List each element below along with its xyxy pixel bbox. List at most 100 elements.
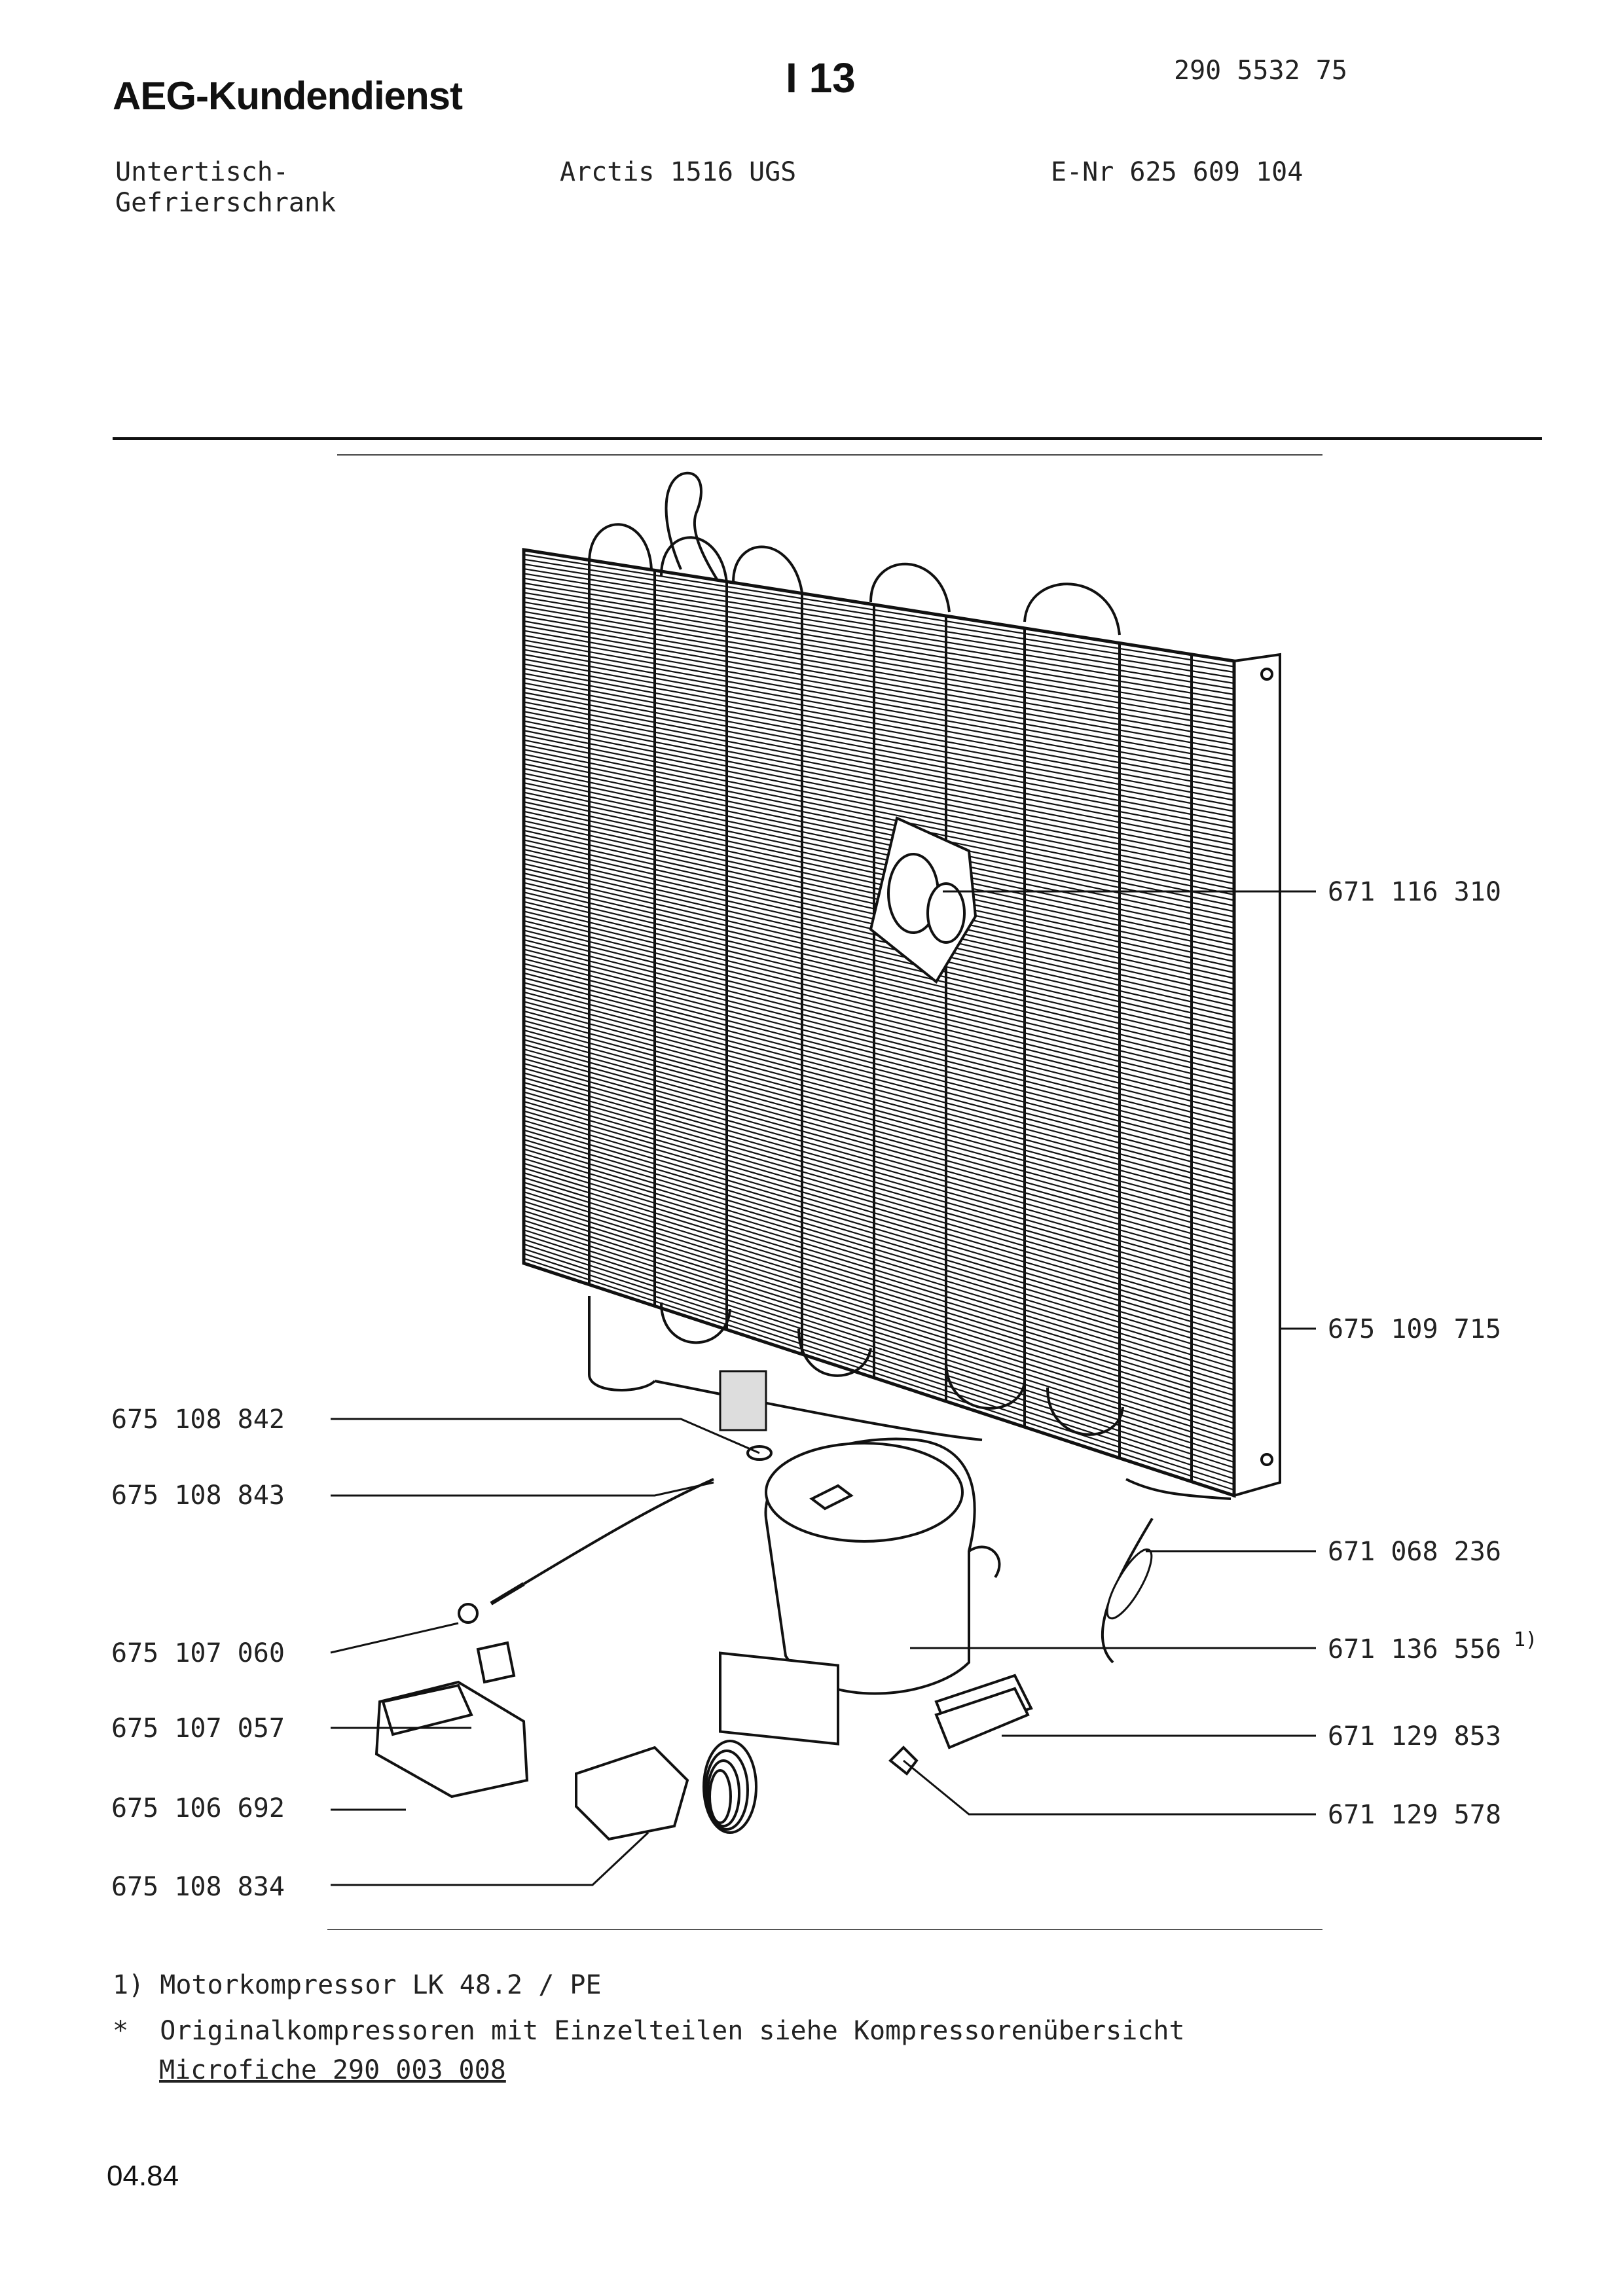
condenser-fin: [523, 630, 1235, 757]
part-number-label: 675 108 843: [111, 1480, 285, 1511]
condenser-fin: [523, 620, 1235, 745]
condenser-fin: [523, 996, 1235, 1185]
condenser-fin: [523, 739, 1235, 885]
condenser-fin: [523, 1158, 1235, 1374]
condenser-fin: [523, 972, 1235, 1157]
condenser-fin: [523, 806, 1235, 963]
condenser-fin: [523, 644, 1235, 774]
condenser-fin: [523, 1177, 1235, 1397]
condenser-fin: [523, 715, 1235, 857]
part-number-label: 675 107 057: [111, 1713, 285, 1744]
condenser-fin: [523, 1048, 1235, 1246]
condenser-fin: [523, 758, 1235, 907]
footnote-original-compressors: * Originalkompressoren mit Einzelteilen …: [113, 2016, 1185, 2046]
condenser-fin: [523, 1172, 1235, 1391]
condenser-fin: [523, 958, 1235, 1141]
condenser-fin: [523, 682, 1235, 818]
condenser-fin: [523, 772, 1235, 924]
condenser-fin: [523, 615, 1235, 740]
condenser-fin: [523, 649, 1235, 779]
condenser-fin: [523, 944, 1235, 1124]
condenser-fin: [523, 905, 1235, 1079]
condenser-fin: [523, 749, 1235, 896]
condenser-fin: [523, 1024, 1235, 1219]
condenser-fin: [523, 1015, 1235, 1208]
condenser-fin: [523, 1072, 1235, 1274]
condenser-fin: [523, 791, 1235, 946]
part-number-label: 675 109 715: [1328, 1314, 1501, 1344]
condenser-fin: [523, 1039, 1235, 1235]
condenser-fin: [523, 696, 1235, 834]
thermostat: [575, 1740, 757, 1841]
condenser-fin: [523, 1139, 1235, 1352]
condenser-fin: [523, 639, 1235, 768]
part-number-label: 675 108 842: [111, 1405, 285, 1435]
condenser: [522, 472, 1281, 1500]
condenser-fin: [523, 1091, 1235, 1297]
condenser-fin: [523, 1162, 1235, 1380]
condenser-fin: [523, 744, 1235, 890]
condenser-fin: [523, 910, 1235, 1085]
condenser-fin: [523, 577, 1235, 696]
footnote-marker: 1): [1514, 1628, 1538, 1651]
condenser-fin: [523, 1105, 1235, 1313]
condenser-fin: [523, 1100, 1235, 1308]
condenser-fin: [523, 967, 1235, 1152]
condenser-fin: [523, 1115, 1235, 1324]
condenser-fin: [523, 1248, 1235, 1480]
condenser-fin: [523, 963, 1235, 1146]
condenser-fin: [523, 1215, 1235, 1441]
condenser-fin: [523, 582, 1235, 701]
brand-title: AEG-Kundendienst: [113, 74, 463, 118]
part-number-label: 675 107 060: [111, 1638, 285, 1668]
condenser-fin: [523, 948, 1235, 1130]
condenser-fin: [523, 592, 1235, 712]
compressor: [719, 1437, 1001, 1746]
condenser-fin: [523, 1053, 1235, 1252]
condenser-fin: [523, 658, 1235, 790]
condenser-fin: [523, 1062, 1235, 1263]
condenser-fin: [523, 781, 1235, 935]
condenser-fin: [523, 1224, 1235, 1452]
condenser-fin: [523, 1234, 1235, 1463]
part-number-label: 671 129 853: [1328, 1721, 1501, 1751]
condenser-fin: [523, 1005, 1235, 1196]
condenser-fin: [523, 877, 1235, 1046]
condenser-fin: [523, 882, 1235, 1052]
condenser-fin: [523, 939, 1235, 1119]
condenser-fin: [523, 1257, 1235, 1491]
condenser-fin: [523, 1077, 1235, 1280]
condenser-fin: [523, 891, 1235, 1063]
condenser-fin: [523, 1219, 1235, 1446]
condenser-fin: [523, 863, 1235, 1030]
condenser-fin: [523, 872, 1235, 1041]
condenser-fin: [523, 734, 1235, 879]
condenser-fin: [523, 1253, 1235, 1486]
condenser-fin: [523, 1191, 1235, 1413]
thermostat-capillary: [458, 1445, 773, 1624]
condenser-fin: [523, 787, 1235, 941]
condenser-fin: [523, 901, 1235, 1074]
part-number-label: 671 136 556: [1328, 1634, 1501, 1664]
condenser-fin: [523, 801, 1235, 957]
condenser-fin: [523, 1186, 1235, 1408]
document-number: 290 5532 75: [1174, 56, 1347, 86]
condenser-fin: [523, 1119, 1235, 1330]
part-number-label: 675 108 834: [111, 1872, 285, 1902]
condenser-fin: [523, 672, 1235, 807]
condenser-fin: [523, 777, 1235, 929]
section-code: I 13: [786, 54, 856, 101]
condenser-fin: [523, 982, 1235, 1168]
condenser-fin: [523, 601, 1235, 723]
condenser-fin: [523, 563, 1235, 679]
footnote-compressor: 1) Motorkompressor LK 48.2 / PE: [113, 1970, 602, 2000]
condenser-fin: [523, 1010, 1235, 1202]
condenser-fin: [523, 606, 1235, 729]
condenser-fin: [523, 596, 1235, 718]
condenser-fin: [523, 668, 1235, 801]
condenser-fin: [523, 753, 1235, 901]
condenser-fin: [523, 1020, 1235, 1213]
e-number: E-Nr 625 609 104: [1051, 157, 1304, 187]
starter-parts: [374, 1641, 529, 1799]
condenser-fin: [523, 934, 1235, 1113]
